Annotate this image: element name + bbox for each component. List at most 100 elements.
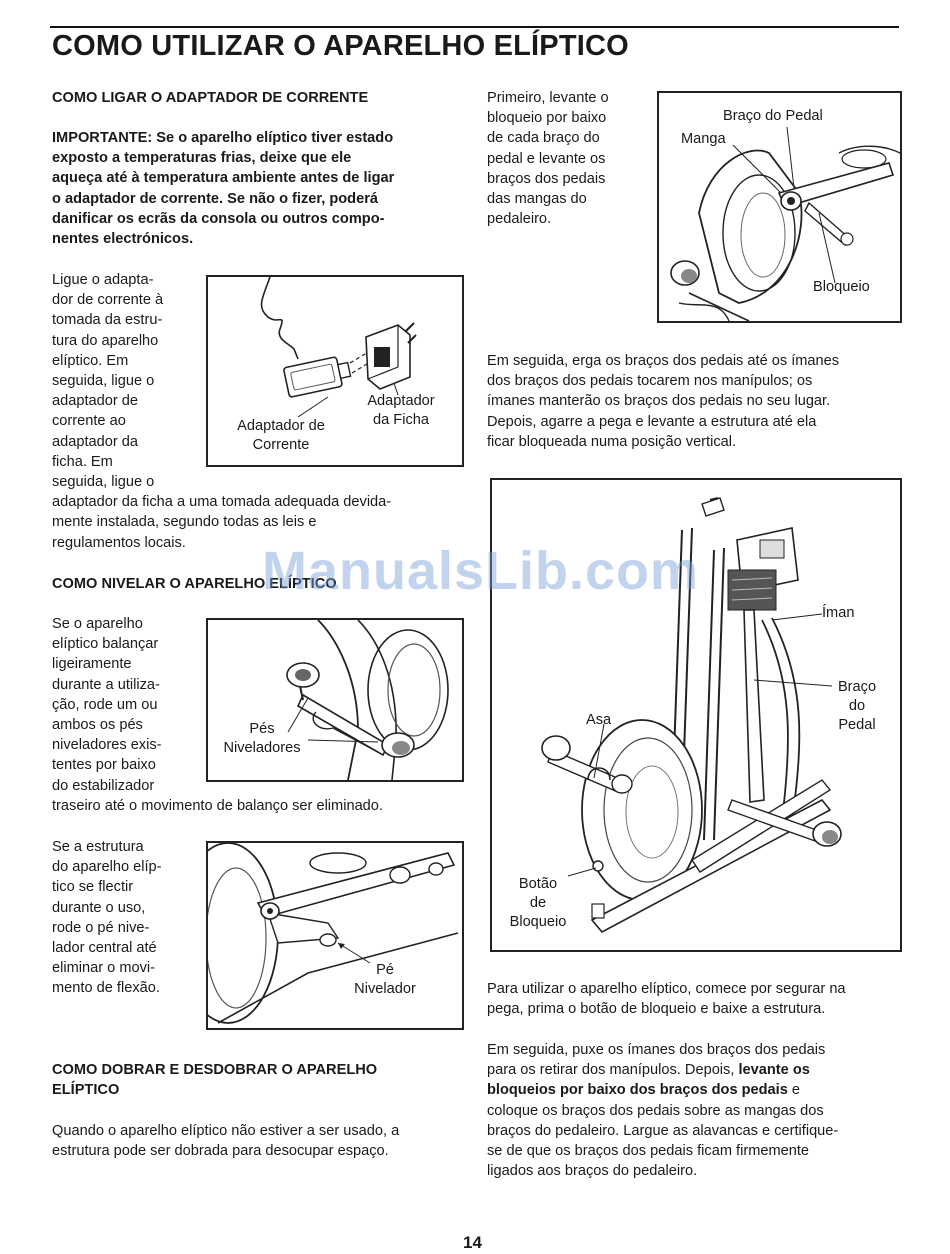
section-heading-level: COMO NIVELAR O APARELHO ELÍPTICO (52, 576, 337, 592)
label-pedal-arm: Braço do Pedal (723, 108, 823, 124)
text-segment: e (791, 1082, 801, 1099)
label-latch: Bloqueio (813, 279, 870, 295)
body-line: rode o pé nive- (52, 919, 150, 936)
body-line: das mangas do (487, 191, 587, 208)
body-line: Em seguida, erga os braços dos pedais at… (487, 353, 840, 369)
body-line: ficar bloqueada numa posição vertical. (487, 433, 737, 450)
label-line: Corrente (252, 437, 310, 453)
body-line: estrutura pode ser dobrada para desocupa… (52, 1143, 389, 1160)
label-lock-button: Botão de Bloqueio (502, 875, 574, 932)
body-line: ímanes manterão os braços dos pedais no … (487, 393, 831, 410)
figure-power-adapter: Adaptador de Corrente Adaptador da Ficha (206, 275, 464, 467)
page-number: 14 (463, 1233, 482, 1252)
body-line: Ligue o adapta- (52, 272, 154, 288)
label-line: do (848, 698, 866, 714)
body-line: coloque os braços dos pedais sobre as ma… (487, 1102, 824, 1119)
section-heading-fold: COMO DOBRAR E DESDOBRAR O APARELHO ELÍPT… (52, 1060, 377, 1100)
power-adapter-illustration (260, 277, 417, 418)
body-line: ligados aos braços do pedaleiro. (487, 1163, 698, 1180)
pedal-latch-illustration (670, 126, 900, 321)
label-power-adapter: Adaptador de Corrente (226, 417, 336, 455)
label-line: Braço (837, 679, 877, 695)
body-line: Se a estrutura (52, 839, 144, 855)
body-line: bloqueios por baixo dos braços dos pedai… (487, 1080, 838, 1100)
section-heading-power: COMO LIGAR O ADAPTADOR DE CORRENTE (52, 90, 369, 106)
figure-leveling-feet: Pés Niveladores (206, 618, 464, 782)
body-line: mento de flexão. (52, 980, 160, 997)
body-line: do estabilizador (52, 777, 155, 794)
body-line: dor de corrente à (52, 292, 164, 309)
right-para-3: Para utilizar o aparelho elíptico, comec… (487, 979, 846, 1019)
label-plug-adapter: Adaptador da Ficha (356, 392, 446, 430)
warning-line: IMPORTANTE: Se o aparelho elíptico tiver… (52, 130, 394, 146)
watermark: ManualsLib.com (262, 541, 700, 601)
body-line: ção, rode um ou (52, 696, 158, 713)
body-line: bloqueio por baixo (487, 110, 607, 127)
body-line: tomada da estru- (52, 312, 163, 329)
body-line: de cada braço do (487, 130, 600, 147)
right-para-4: Em seguida, puxe os ímanes dos braços do… (487, 1040, 838, 1181)
body-line: durante a utiliza- (52, 676, 160, 693)
body-line: adaptador de (52, 393, 139, 410)
page-title: COMO UTILIZAR O APARELHO ELÍPTICO (52, 30, 629, 62)
text-segment-bold: bloqueios por baixo dos braços dos pedai… (487, 1082, 788, 1099)
body-line: corrente ao (52, 413, 126, 430)
right-intro: Primeiro, levante o bloqueio por baixo d… (487, 88, 609, 229)
body-line: eliminar o movi- (52, 960, 155, 977)
body-line: adaptador da ficha a uma tomada adequada… (52, 494, 392, 511)
body-line: Se o aparelho (52, 616, 143, 632)
body-line: braços dos pedais (487, 170, 606, 187)
label-handle: Asa (586, 712, 612, 728)
label-line: Niveladores (223, 740, 301, 756)
label-line: Botão (518, 876, 558, 892)
label-line: Adaptador (367, 393, 435, 409)
figure-folded-elliptical: Íman Braço do Pedal Asa Botão de Bloquei… (490, 478, 902, 952)
power-body: Ligue o adapta- dor de corrente à tomada… (52, 270, 391, 553)
body-line: seguida, ligue o (52, 474, 155, 491)
body-line: ligeiramente (52, 656, 132, 673)
right-para-2: Em seguida, erga os braços dos pedais at… (487, 351, 839, 452)
level-body-1: Se o aparelho elíptico balançar ligeiram… (52, 614, 383, 816)
body-line: tura do aparelho (52, 332, 159, 349)
label-line: da Ficha (373, 412, 429, 428)
body-line: tentes por baixo (52, 757, 156, 774)
body-line: mente instalada, segundo todas as leis e (52, 514, 317, 531)
label-sleeve: Manga (681, 131, 726, 147)
body-line: pedaleiro. (487, 211, 552, 228)
label-leveling-feet: Pés Niveladores (212, 720, 312, 758)
fold-body: Quando o aparelho elíptico não estiver a… (52, 1121, 399, 1161)
body-line: dos braços dos pedais tocarem nos manípu… (487, 373, 813, 390)
label-magnet: Íman (822, 605, 855, 621)
label-center-foot: Pé Nivelador (340, 961, 430, 999)
body-line: traseiro até o movimento de balanço ser … (52, 797, 383, 814)
body-line: do aparelho elíp- (52, 859, 162, 876)
text-segment-bold: levante os (738, 1062, 810, 1079)
label-pedal-arm-big: Braço do Pedal (832, 678, 882, 735)
body-line: se de que os braços dos pedais ficam fir… (487, 1143, 810, 1160)
label-line: Nivelador (354, 981, 416, 997)
power-warning: IMPORTANTE: Se o aparelho elíptico tiver… (52, 128, 394, 249)
warning-line: danificar os ecrãs da consola ou outros … (52, 210, 385, 227)
body-line: regulamentos locais. (52, 534, 186, 551)
body-line: ambos os pés (52, 717, 143, 734)
top-rule (50, 26, 899, 28)
heading-line: COMO DOBRAR E DESDOBRAR O APARELHO (52, 1062, 378, 1078)
body-line: tico se flectir (52, 879, 134, 896)
figure-center-leveling-foot: Pé Nivelador (206, 841, 464, 1030)
body-line: Quando o aparelho elíptico não estiver a… (52, 1123, 400, 1139)
folded-elliptical-illustration (541, 497, 842, 934)
level-body-2: Se a estrutura do aparelho elíp- tico se… (52, 837, 162, 999)
body-line: elíptico balançar (52, 636, 159, 653)
warning-line: aqueça até à temperatura ambiente antes … (52, 170, 395, 187)
label-line: de (529, 895, 547, 911)
label-line: Bloqueio (509, 914, 567, 930)
label-line: Adaptador de (237, 418, 325, 434)
leveling-feet-illustration (286, 620, 449, 780)
warning-line: nentes electrónicos. (52, 231, 194, 248)
body-line: pega, prima o botão de bloqueio e baixe … (487, 1001, 826, 1018)
body-line: adaptador da (52, 433, 139, 450)
label-line: Pés (249, 721, 275, 737)
center-foot-illustration (208, 843, 459, 1024)
body-line: niveladores exis- (52, 737, 162, 754)
body-line: para os retirar dos manípulos. Depois, l… (487, 1060, 838, 1080)
